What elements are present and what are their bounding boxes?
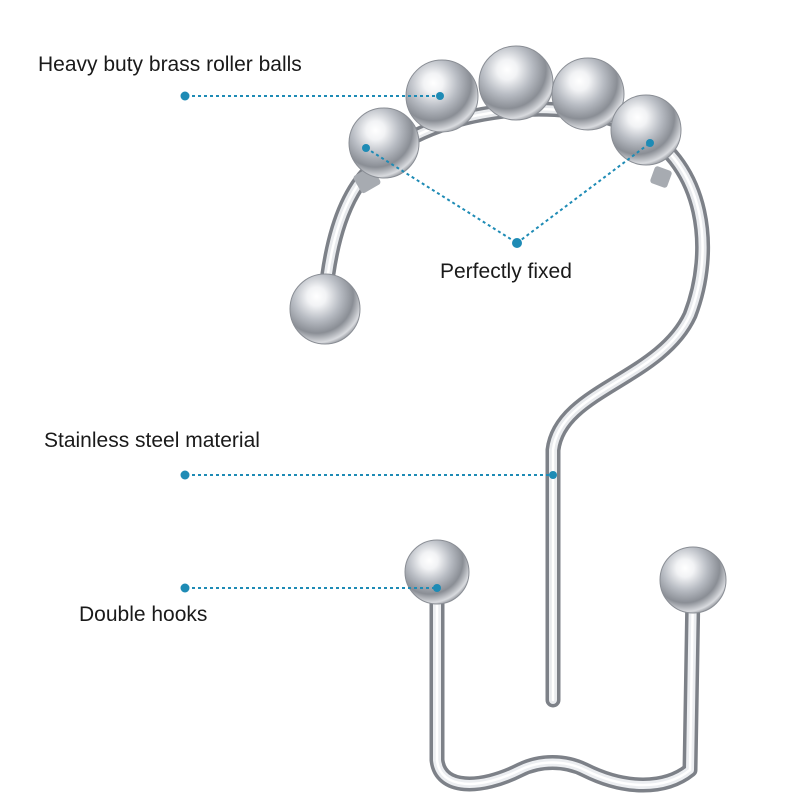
roller-balls — [348, 45, 682, 179]
double-hooks — [429, 577, 701, 793]
callout-perfectly-fixed: Perfectly fixed — [440, 260, 572, 283]
callout-double-hooks: Double hooks — [79, 603, 208, 626]
left-hook-end-ball — [404, 539, 470, 605]
callout-roller-balls: Heavy buty brass roller balls — [38, 53, 302, 76]
right-hook-end-ball — [659, 546, 727, 614]
callout-stainless-steel: Stainless steel material — [44, 429, 260, 452]
upper-hook — [317, 101, 711, 708]
upper-hook-end-ball — [289, 273, 361, 345]
callout-lines — [186, 95, 651, 589]
callout-dots — [180, 91, 654, 593]
